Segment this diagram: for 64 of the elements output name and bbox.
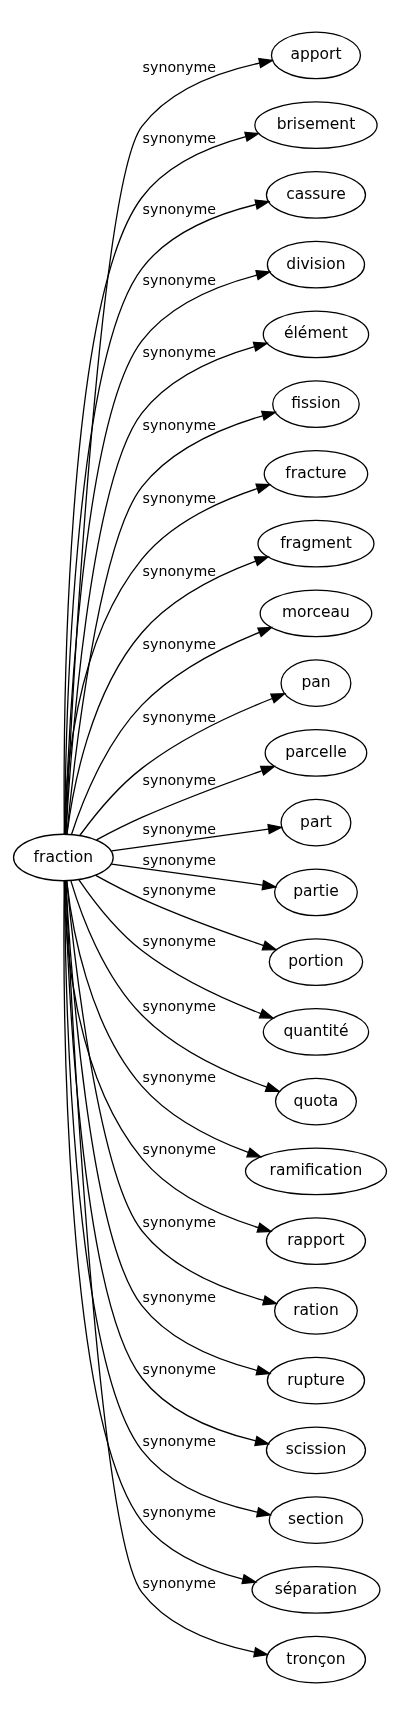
node-ellipse: cassure: [265, 171, 367, 219]
node-ellipse: brisement: [254, 101, 378, 150]
arrow: [95, 874, 278, 951]
edge-label: synonyme: [142, 58, 217, 75]
edge-label: synonyme: [142, 1433, 217, 1450]
arrow: [65, 880, 270, 1658]
edge-label: synonyme: [142, 708, 217, 725]
edge-label: synonyme: [142, 416, 217, 433]
node-ellipse: pan: [280, 659, 352, 708]
arrow: [79, 693, 287, 837]
edge-label: synonyme: [142, 933, 217, 950]
edge-label: synonyme: [142, 636, 217, 653]
edge-label: synonyme: [142, 1504, 217, 1521]
node-ellipse: apport: [270, 31, 362, 80]
arrow: [63, 880, 258, 1585]
arrow: [66, 880, 279, 1306]
node-ellipse: morceau: [259, 589, 373, 638]
arrow: [65, 57, 275, 835]
arrow: [111, 823, 284, 852]
edge-label: synonyme: [142, 881, 217, 898]
edge-label: synonyme: [142, 272, 217, 289]
edge-label: synonyme: [142, 1213, 217, 1230]
edge-label: synonyme: [142, 1068, 217, 1085]
edge-label: synonyme: [142, 490, 217, 507]
edge-label: synonyme: [142, 1288, 217, 1305]
edge-label: synonyme: [142, 1575, 217, 1592]
arrow: [95, 765, 277, 841]
node-ellipse: part: [280, 798, 352, 847]
arrow: [63, 483, 272, 835]
node-ellipse: fission: [272, 380, 360, 429]
edge-label: synonyme: [142, 344, 217, 361]
edge-label: synonyme: [142, 771, 217, 788]
arrow: [70, 626, 274, 835]
node-ellipse: fraction: [12, 833, 114, 882]
node-ellipse: section: [268, 1496, 364, 1544]
node-ellipse: rapport: [265, 1217, 367, 1265]
edge-label: synonyme: [142, 997, 217, 1014]
arrow: [111, 863, 278, 891]
arrow: [78, 879, 275, 1019]
node-ellipse: quota: [274, 1077, 357, 1126]
node-ellipse: quantité: [262, 1007, 370, 1056]
arrow: [66, 556, 270, 835]
edge-label: synonyme: [142, 851, 217, 868]
edge-label: synonyme: [142, 562, 217, 579]
node-ellipse: parcelle: [264, 729, 368, 777]
edge-label: synonyme: [142, 129, 217, 146]
node-ellipse: division: [266, 240, 366, 289]
node-ellipse: fragment: [257, 519, 375, 568]
node-ellipse: élément: [262, 310, 370, 359]
node-ellipse: partie: [273, 868, 358, 917]
arrow: [66, 880, 263, 1158]
edge-label: synonyme: [142, 1141, 217, 1158]
arrow: [70, 879, 281, 1093]
node-ellipse: tronçon: [265, 1635, 367, 1684]
edge-label: synonyme: [142, 201, 217, 218]
node-ellipse: fracture: [263, 450, 369, 498]
node-ellipse: portion: [268, 938, 364, 986]
node-ellipse: scission: [265, 1426, 367, 1475]
node-ellipse: rupture: [266, 1356, 366, 1405]
edge-label: synonyme: [142, 820, 217, 837]
arrow: [66, 410, 278, 835]
node-ellipse: séparation: [251, 1565, 381, 1614]
node-ellipse: ration: [273, 1286, 358, 1335]
edge-label: synonyme: [142, 1360, 217, 1377]
